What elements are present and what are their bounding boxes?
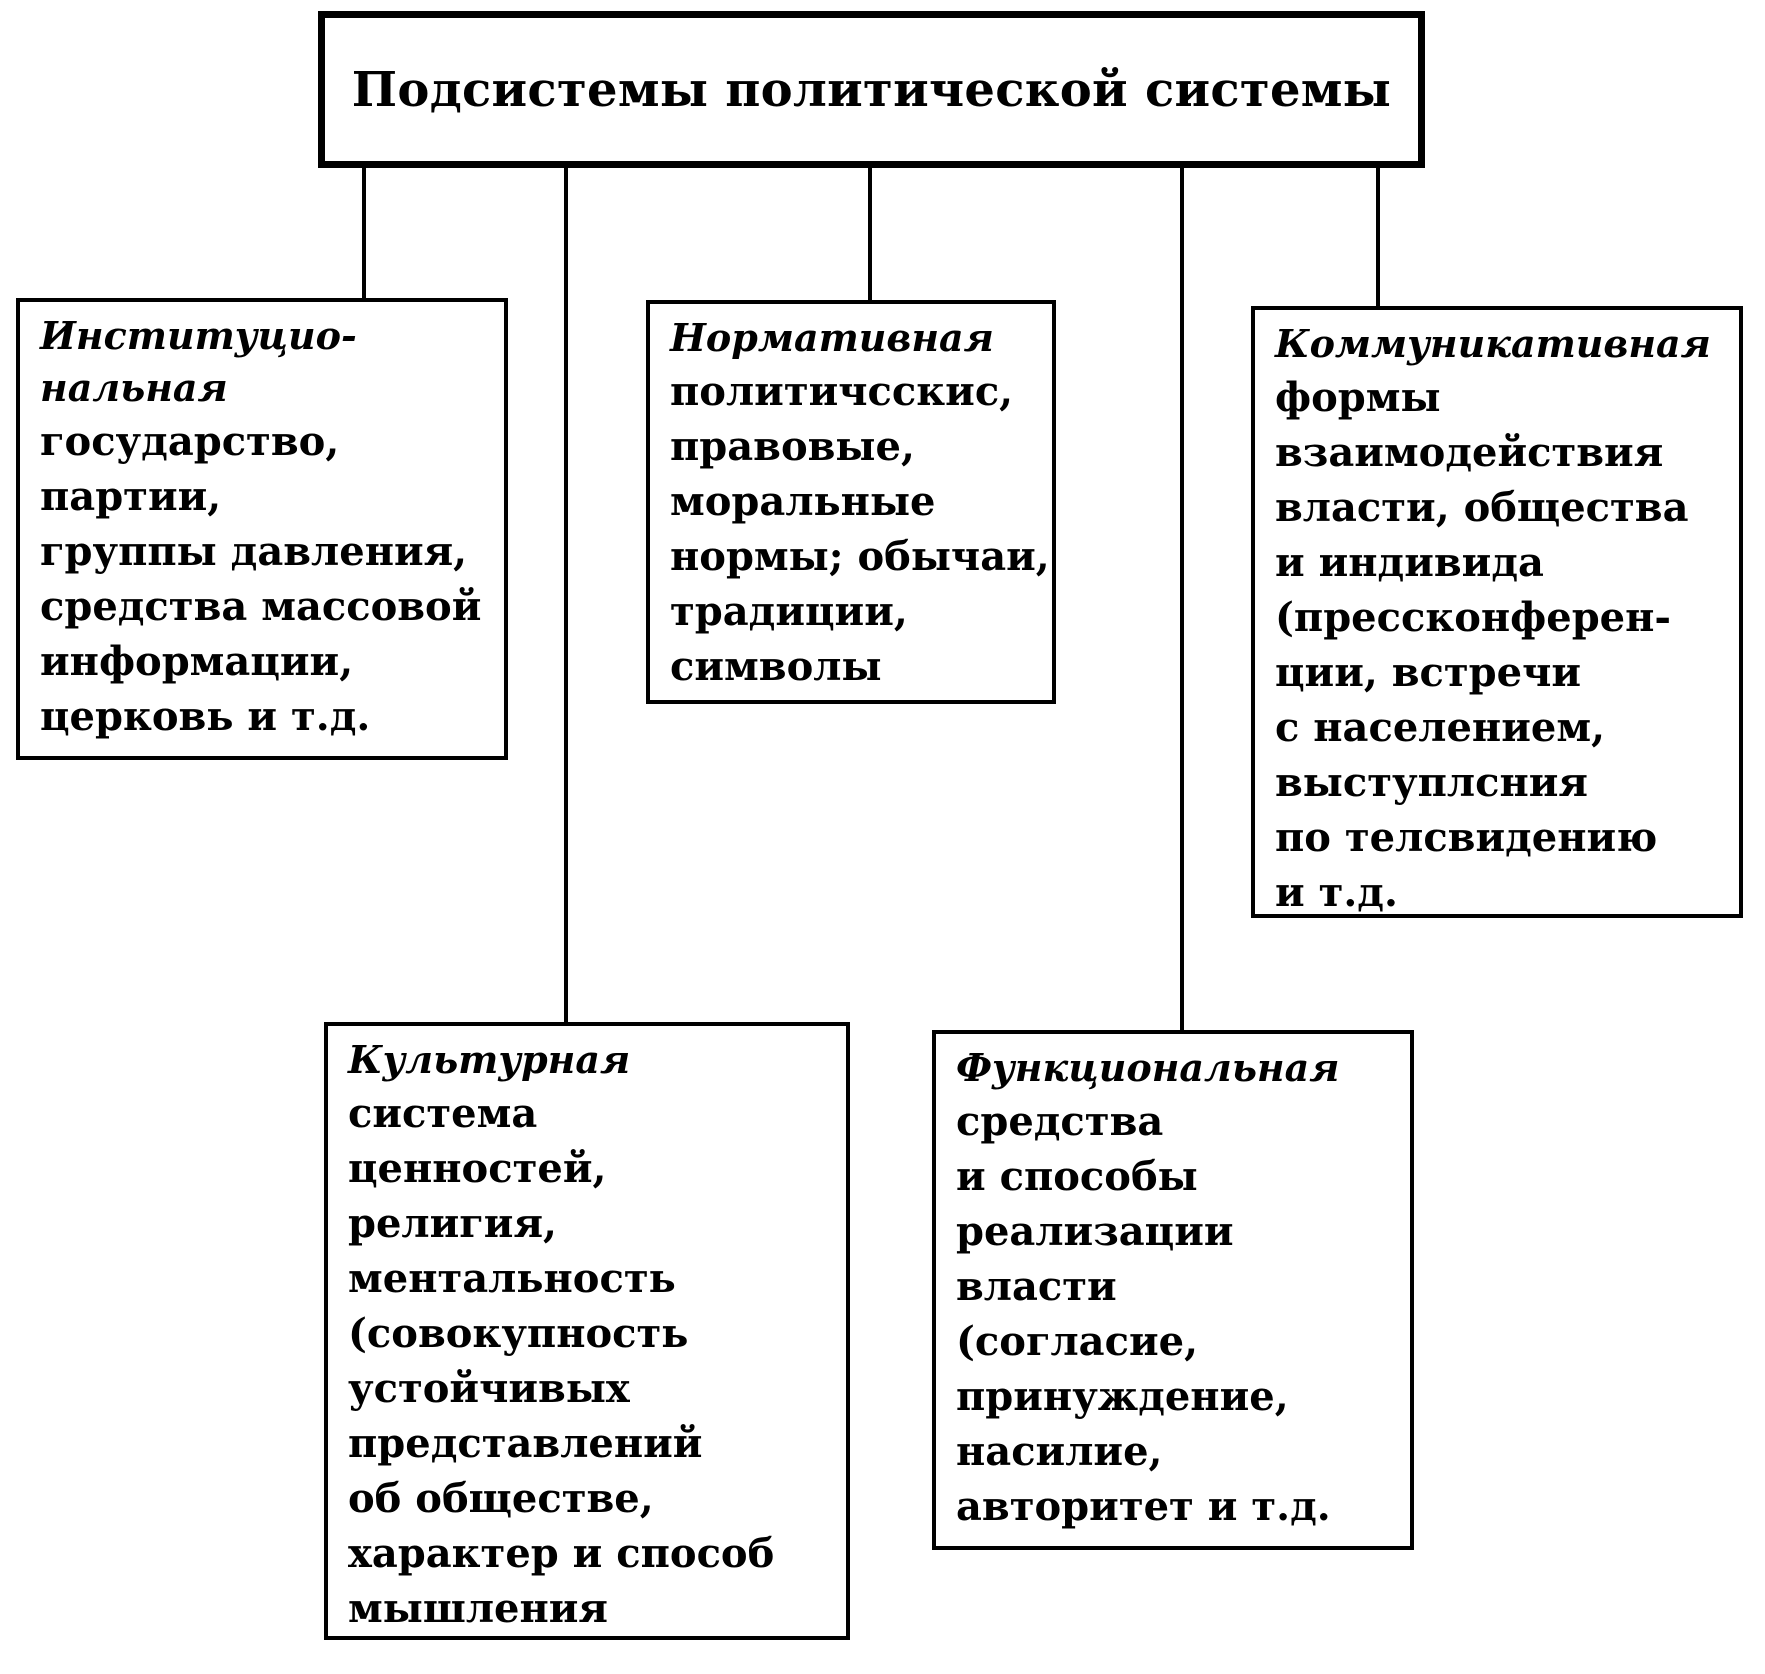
node-item: (согласие, (956, 1318, 1198, 1365)
node-title: Функциональная (956, 1045, 1340, 1090)
node-item: насилие, (956, 1428, 1163, 1475)
node-item: ции, встречи (1275, 649, 1582, 696)
node-item: принуждение, (956, 1373, 1289, 1420)
node-item: символы (670, 643, 882, 690)
node-item: церковь и т.д. (40, 693, 371, 740)
node-item: авторитет и т.д. (956, 1483, 1331, 1530)
node-item: характер и способ (348, 1530, 775, 1577)
node-item: с населением, (1275, 704, 1605, 751)
node-functional: Функциональная средства и способы реализ… (932, 1030, 1414, 1550)
node-item: партии, (40, 473, 222, 520)
node-item: традиции, (670, 588, 908, 635)
node-communicative: Коммуникативная формы взаимодействия вла… (1251, 306, 1743, 918)
node-item: правовые, (670, 423, 915, 470)
node-item: устойчивых (348, 1365, 630, 1412)
node-item: политичсскис, (670, 368, 1014, 415)
node-item: религия, (348, 1200, 557, 1247)
node-item: и индивида (1275, 539, 1544, 586)
node-item: (совокупность (348, 1310, 689, 1357)
node-item: средства (956, 1098, 1164, 1145)
node-item: выступлсния (1275, 759, 1588, 806)
node-item: средства массовой (40, 583, 482, 630)
node-item: группы давления, (40, 528, 468, 575)
node-item: власти, общества (1275, 484, 1689, 531)
node-item: ценностей, (348, 1145, 607, 1192)
node-item: нормы; обычаи, (670, 533, 1050, 580)
diagram-title: Подсистемы политической системы (351, 61, 1392, 118)
node-item: информации, (40, 638, 354, 685)
node-item: реализации (956, 1208, 1234, 1255)
node-item: формы (1275, 374, 1441, 421)
node-item: взаимодействия (1275, 429, 1664, 476)
node-title: Коммуникативная (1275, 321, 1711, 366)
root-node: Подсистемы политической системы (318, 11, 1425, 168)
node-item: и т.д. (1275, 869, 1398, 916)
node-item: мышления (348, 1585, 608, 1632)
node-item: моральные (670, 478, 936, 525)
node-title: Культурная (348, 1037, 631, 1082)
node-item: представлений (348, 1420, 703, 1467)
node-item: государство, (40, 418, 340, 465)
node-cultural: Культурная система ценностей, религия, м… (324, 1022, 850, 1640)
node-normative: Нормативная политичсскис, правовые, мора… (646, 300, 1056, 704)
node-institutional: Институцио- нальная государство, партии,… (16, 298, 508, 760)
node-item: ментальность (348, 1255, 676, 1302)
node-item: система (348, 1090, 538, 1137)
node-title: нальная (40, 365, 228, 410)
node-item: (прессконферен- (1275, 594, 1671, 641)
node-item: и способы (956, 1153, 1198, 1200)
node-item: об обществе, (348, 1475, 654, 1522)
node-item: по телсвидению (1275, 814, 1658, 861)
node-item: власти (956, 1263, 1117, 1310)
node-title: Институцио- (40, 313, 357, 358)
node-title: Нормативная (670, 315, 994, 360)
